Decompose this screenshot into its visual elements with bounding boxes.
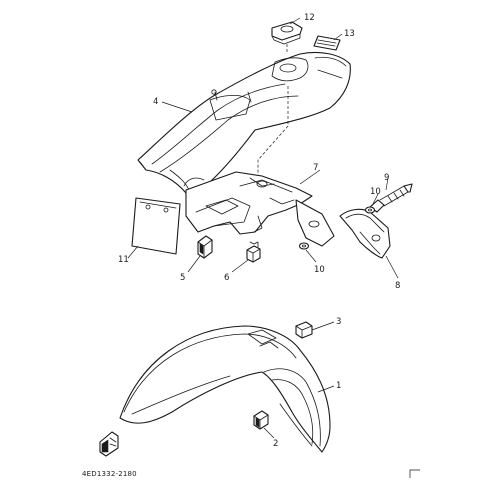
part-13-emblem bbox=[313, 35, 341, 51]
diagram-code: 4ED1332-2180 bbox=[82, 470, 137, 478]
label-7: 7 bbox=[313, 163, 318, 173]
label-6: 6 bbox=[224, 273, 229, 283]
part-5-grommet bbox=[197, 235, 213, 259]
part-6-nut bbox=[246, 241, 261, 263]
reference-part-icon bbox=[99, 431, 119, 457]
label-4: 4 bbox=[153, 97, 158, 107]
part-8-bracket bbox=[339, 208, 391, 259]
part-11-flap bbox=[131, 197, 181, 255]
label-10-upper: 10 bbox=[370, 187, 381, 197]
part-4-rear-fender bbox=[137, 51, 351, 194]
leader-lines bbox=[127, 17, 399, 439]
part-10-washer-lower bbox=[298, 242, 310, 250]
part-12-cap bbox=[271, 21, 303, 45]
part-2-bolt bbox=[253, 410, 269, 430]
label-13: 13 bbox=[344, 29, 355, 39]
part-10-washer-upper bbox=[364, 206, 376, 214]
label-9: 9 bbox=[384, 173, 389, 183]
label-10-lower: 10 bbox=[314, 265, 325, 275]
label-5: 5 bbox=[180, 273, 185, 283]
part-7-frame-stay bbox=[185, 171, 335, 247]
label-12: 12 bbox=[304, 13, 315, 23]
label-8: 8 bbox=[395, 281, 400, 291]
part-3-clip bbox=[295, 321, 313, 339]
label-11: 11 bbox=[118, 255, 129, 265]
label-2: 2 bbox=[273, 439, 278, 449]
label-1: 1 bbox=[336, 381, 341, 391]
label-3: 3 bbox=[336, 317, 341, 327]
corner-mark bbox=[409, 469, 420, 478]
part-1-front-fender bbox=[119, 325, 331, 453]
